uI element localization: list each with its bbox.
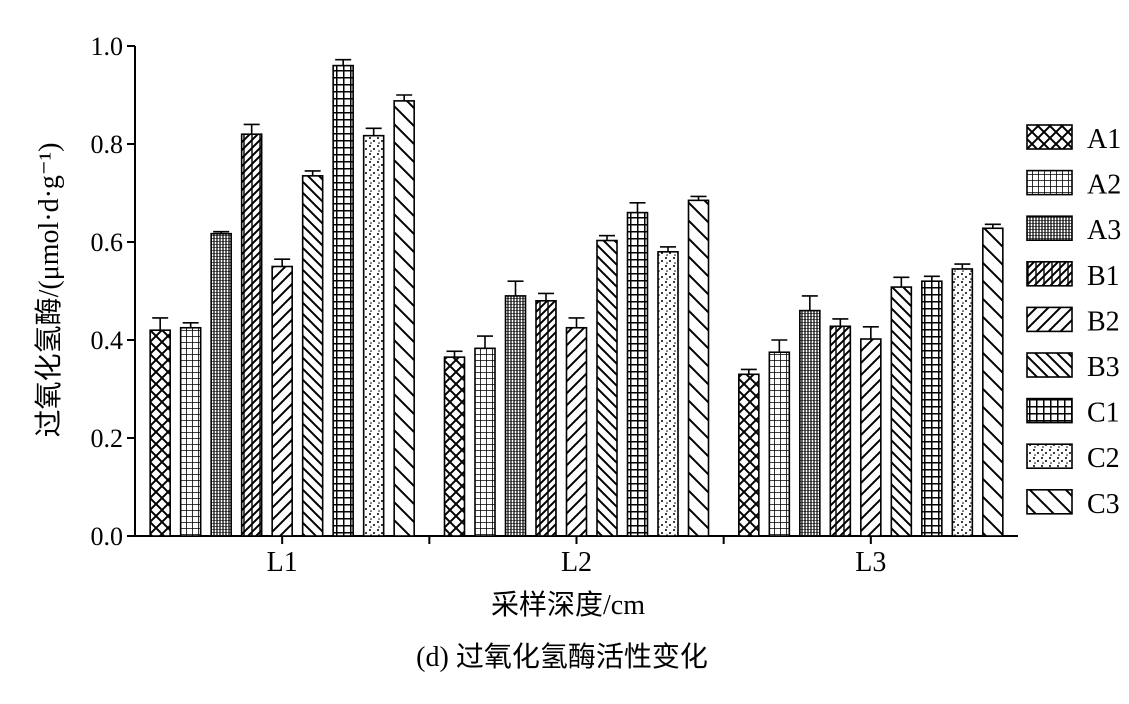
bar-A3-L1: [210, 232, 232, 537]
legend-label-A2: A2: [1087, 170, 1121, 201]
bar-B3-L3: [890, 286, 913, 537]
legend-swatch-C2: [1026, 443, 1073, 470]
x-tick-label: L2: [561, 547, 592, 578]
bar-C2-L2: [657, 251, 679, 537]
y-tick-label: 0.0: [91, 522, 124, 551]
bar-C3-L2: [687, 199, 710, 537]
bar-A3-L2: [504, 295, 527, 537]
plot-area: 0.0 0.2 0.4 0.6 0.8 1.0L1 L2 L3: [91, 32, 1018, 578]
bar-A2-L2: [474, 347, 496, 537]
legend-swatch-B1: [1026, 260, 1073, 287]
legend-label-A3: A3: [1087, 215, 1121, 246]
bar-A2-L3: [768, 351, 791, 537]
legend-swatch-B2: [1026, 306, 1073, 333]
legend-label-C2: C2: [1087, 443, 1120, 474]
x-tick-label: L3: [855, 547, 886, 578]
x-axis-title: 采样深度/cm: [491, 589, 645, 621]
legend-swatch-A1: [1026, 124, 1073, 150]
legend-swatch-A2: [1026, 169, 1073, 196]
legend-label-B1: B1: [1087, 261, 1120, 292]
legend-label-B2: B2: [1087, 306, 1120, 337]
legend-label-B3: B3: [1087, 352, 1120, 383]
bar-B2-L2: [565, 326, 588, 537]
y-tick-label: 0.8: [91, 130, 124, 159]
bar-B2-L3: [860, 338, 882, 537]
y-tick-label: 0.2: [91, 424, 124, 453]
bar-B1-L1: [240, 133, 263, 537]
y-tick-label: 0.6: [91, 228, 124, 257]
bar-A3-L3: [799, 309, 821, 537]
y-tick-label: 1.0: [91, 32, 124, 61]
legend-swatch-A3: [1026, 215, 1073, 241]
bar-C1-L2: [626, 211, 649, 537]
bar-C3-L1: [393, 100, 415, 537]
bar-B1-L2: [535, 299, 557, 537]
bar-C1-L1: [332, 64, 354, 537]
bar-C3-L3: [982, 227, 1004, 537]
legend-label-C1: C1: [1087, 398, 1120, 429]
bar-B3-L1: [301, 175, 324, 537]
bar-C2-L3: [951, 268, 974, 537]
legend-swatch-C3: [1026, 488, 1073, 515]
bar-C2-L1: [362, 134, 385, 537]
bar-A1-L3: [738, 373, 760, 537]
legend-label-A1: A1: [1087, 124, 1121, 155]
x-tick-label: L1: [267, 547, 298, 578]
figure-caption: (d) 过氧化氢酶活性变化: [416, 641, 708, 673]
legend-swatch-B3: [1026, 352, 1073, 378]
y-tick-label: 0.4: [91, 326, 124, 355]
bar-A1-L1: [149, 329, 171, 537]
bar-A2-L1: [179, 326, 202, 537]
bar-B2-L1: [271, 265, 293, 537]
legend-label-C3: C3: [1087, 489, 1120, 520]
bar-C1-L3: [921, 280, 943, 537]
y-axis-title: 过氧化氢酶/(μmol·d·g⁻¹): [33, 143, 65, 438]
bar-B1-L3: [829, 325, 852, 537]
legend-swatch-C1: [1026, 397, 1073, 424]
bar-A1-L2: [443, 356, 466, 537]
bar-B3-L2: [596, 239, 618, 537]
